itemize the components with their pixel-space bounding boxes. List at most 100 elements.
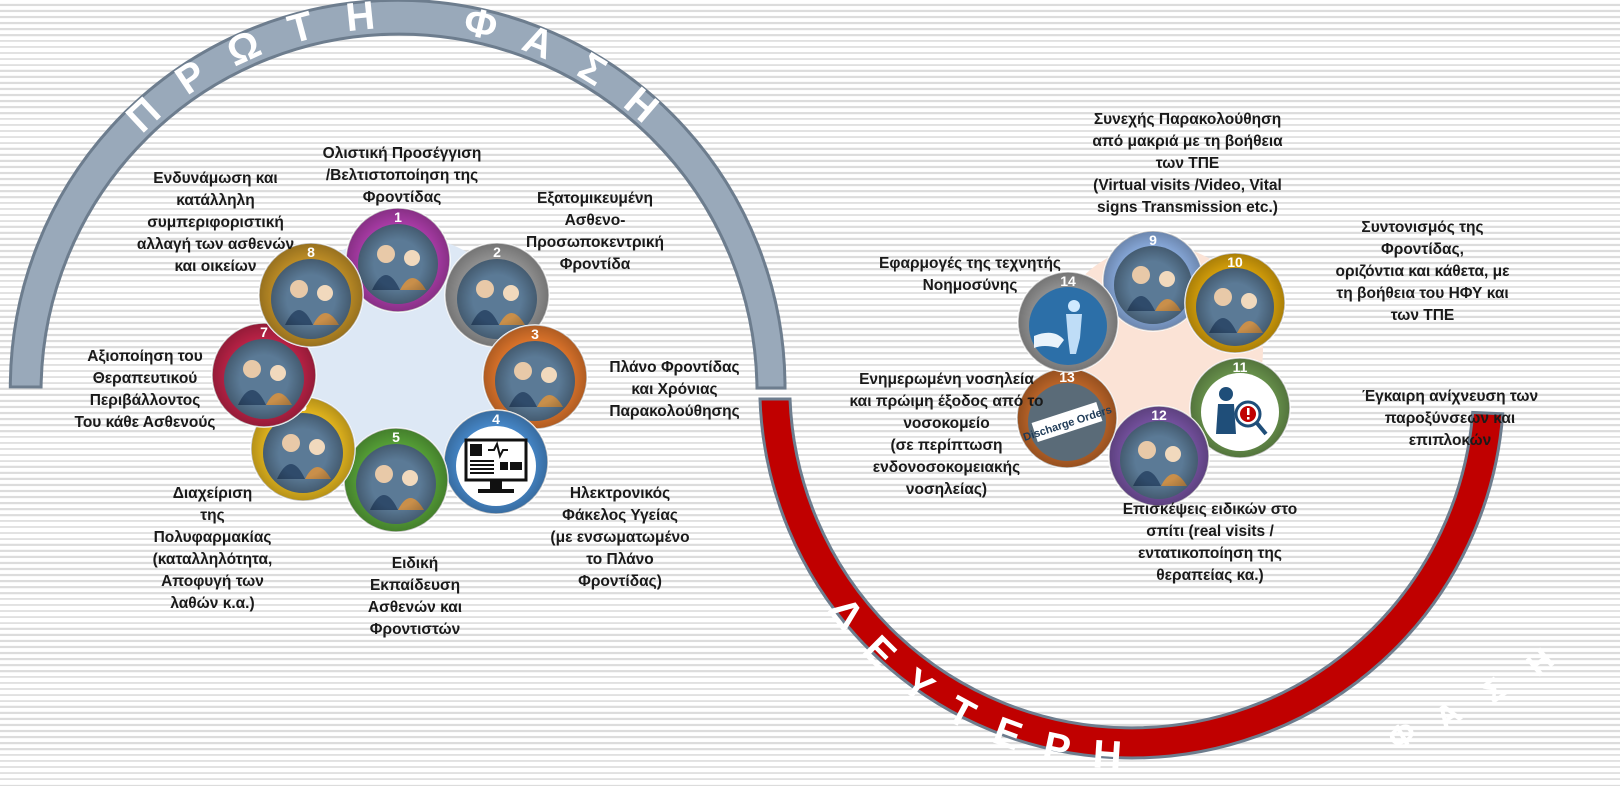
label-line: Αποφυγή των xyxy=(161,573,264,590)
step-number: 2 xyxy=(493,244,501,260)
home-visit-icon xyxy=(1120,421,1198,499)
phase1-title-letter: Η xyxy=(344,0,377,40)
phase2-tail-letter: Α xyxy=(1429,694,1468,737)
label-line: Περιβάλλοντος xyxy=(89,392,201,409)
label-line: σπίτι (real visits / xyxy=(1146,523,1274,540)
family-support-icon xyxy=(271,259,351,339)
label-line: Νοημοσύνης xyxy=(922,277,1018,294)
label-line: Πλάνο Φροντίδας xyxy=(609,359,740,376)
phase1-step-5: 5 xyxy=(343,427,449,533)
step-number: 12 xyxy=(1151,407,1167,423)
label-line: (με ενσωματωμένο xyxy=(550,529,690,546)
label-line: Εκπαίδευση xyxy=(369,577,461,594)
community-crowd-icon xyxy=(224,339,304,419)
label-line: των ΤΠΕ xyxy=(1155,155,1220,172)
phase2-step9-label: Συνεχής Παρακολούθηση από μακριά με τη βο… xyxy=(1070,109,1305,219)
label-line: παροξύνσεων και xyxy=(1384,410,1516,427)
label-line: (σε περίπτωση xyxy=(890,437,1003,454)
label-line: (Virtual visits /Video, Vital xyxy=(1093,177,1282,194)
label-line: της xyxy=(200,507,225,524)
label-line: Ασθενών και xyxy=(367,599,463,616)
pills-hand-icon xyxy=(263,413,343,493)
label-line: Επισκέψεις ειδικών στο xyxy=(1122,501,1298,518)
label-line: νοσοκομείο xyxy=(903,415,990,432)
phase2-step-9: 9 xyxy=(1102,230,1204,332)
phase2-step-12: 12 xyxy=(1108,405,1210,507)
phase2-step-11: 11 xyxy=(1189,357,1291,459)
label-line: Θεραπευτικού xyxy=(92,370,198,387)
phase2-tail-letter: Σ xyxy=(1476,670,1513,710)
label-line: Συντονισμός της xyxy=(1361,219,1484,236)
virtual-visit-icon xyxy=(1114,246,1192,324)
step-number: 3 xyxy=(531,326,539,342)
care-coordination-icon xyxy=(1196,268,1274,346)
label-line: και οικείων xyxy=(174,258,257,275)
label-line: Εφαρμογές της τεχνητής xyxy=(879,255,1061,272)
label-line: Αξιοποίηση του xyxy=(87,348,203,365)
phase2-tail-letter: Φ xyxy=(1382,713,1423,757)
phase2-step13-label: Ενημερωμένη νοσηλεία και πρώιμη έξοδος απ… xyxy=(839,369,1054,501)
phase2-arc-ring xyxy=(758,397,1505,760)
phase2-step12-label: Επισκέψεις ειδικών στο σπίτι (real visits… xyxy=(1100,499,1320,587)
label-line: Παρακολούθησης xyxy=(609,403,740,420)
phase1-step-1: 1 xyxy=(345,207,451,313)
label-line: το Πλάνο xyxy=(586,551,654,568)
phase1-step-3: 3 xyxy=(482,324,588,430)
label-line: επιπλοκών xyxy=(1408,432,1492,449)
phase2-tail-letter: Η xyxy=(1520,641,1561,683)
alert-detection-icon xyxy=(1201,373,1279,451)
step-number: 7 xyxy=(260,324,268,340)
care-team-icon xyxy=(358,224,438,304)
patient-education-icon xyxy=(356,444,436,524)
label-line: και πρώιμη έξοδος από το xyxy=(849,393,1044,410)
label-line: Συνεχής Παρακολούθηση xyxy=(1093,111,1282,128)
health-record-monitor-icon xyxy=(456,426,536,506)
phase1-steps: 12345678 xyxy=(211,207,588,533)
label-line: Εξατομικευμένη xyxy=(537,190,653,207)
phase2-step11-label: Έγκαιρη ανίχνευση των παροξύνσεων και επιπ… xyxy=(1340,386,1560,452)
label-line: από μακριά με τη βοήθεια xyxy=(1092,133,1283,150)
label-line: signs Transmission etc.) xyxy=(1097,199,1278,216)
label-line: /Βελτιστοποίηση της xyxy=(325,167,479,184)
label-line: Του κάθε Ασθενούς xyxy=(74,414,216,431)
step-number: 11 xyxy=(1233,359,1248,375)
label-line: συμπεριφοριστική xyxy=(147,214,284,231)
label-line: θεραπείας κα.) xyxy=(1156,567,1264,584)
label-line: Ολιστική Προσέγγιση xyxy=(322,145,482,162)
step-number: 10 xyxy=(1227,254,1243,270)
label-line: Φροντίδας) xyxy=(578,573,662,590)
phase2-step-10: 10 xyxy=(1184,252,1286,354)
step-number: 9 xyxy=(1149,232,1157,248)
step-number: 5 xyxy=(392,429,400,445)
label-line: Ασθενο- xyxy=(564,212,626,229)
step-number: 14 xyxy=(1060,273,1076,289)
phase1-arc-ring xyxy=(8,0,787,390)
label-line: Πολυφαρμακίας xyxy=(153,529,272,546)
label-line: και Χρόνιας xyxy=(631,381,718,398)
label-line: Ενημερωμένη νοσηλεία xyxy=(859,371,1034,388)
step-number: 13 xyxy=(1059,369,1075,385)
label-line: οριζόντια και κάθετα, με xyxy=(1335,263,1510,280)
phase1-step-8: 8 xyxy=(258,242,364,348)
label-line: (καταλληλότητα, xyxy=(152,551,273,568)
phase1-step-7: 7 xyxy=(211,322,317,428)
discharge-orders-icon: Discharge Orders xyxy=(1022,383,1113,461)
caregiver-elderly-icon xyxy=(457,259,537,339)
label-line: Έγκαιρη ανίχνευση των xyxy=(1361,388,1539,405)
monitoring-device-icon xyxy=(495,341,575,421)
label-line: Φροντίδα xyxy=(559,256,631,273)
artificial-intelligence-icon xyxy=(1029,287,1107,365)
label-line: Φροντίδας, xyxy=(1381,241,1464,258)
label-line: αλλαγή των ασθενών xyxy=(136,236,295,253)
